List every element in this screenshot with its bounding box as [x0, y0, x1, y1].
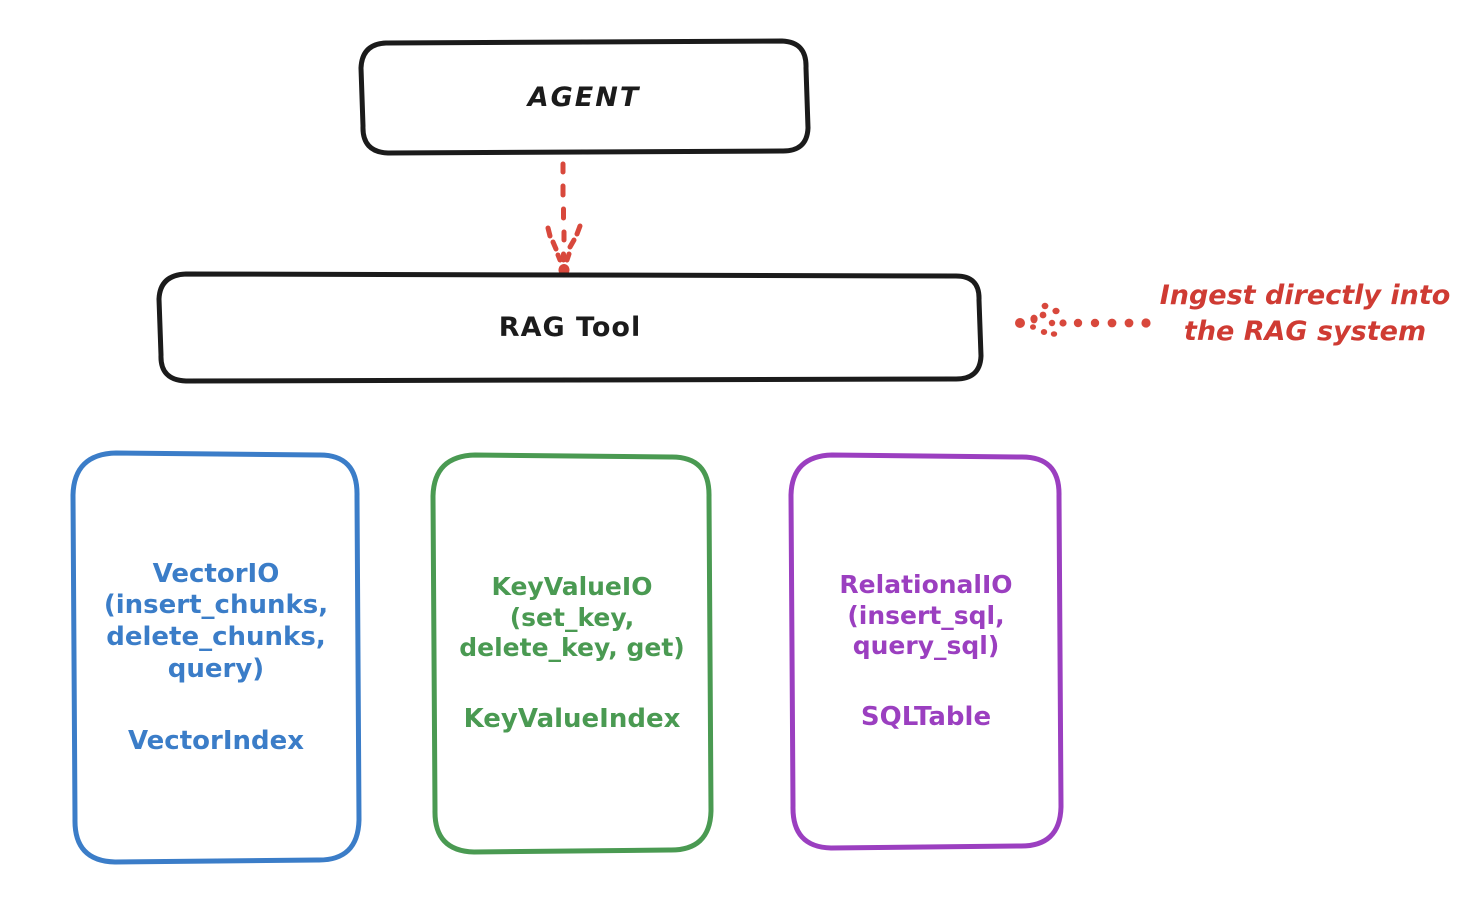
vector-io-api-label: VectorIO (insert_chunks, delete_chunks, … — [103, 558, 329, 684]
rag-tool-label-wrap: RAG Tool — [156, 270, 984, 384]
key-value-index-label: KeyValueIndex — [463, 703, 681, 734]
vector-index-label: VectorIndex — [127, 725, 305, 756]
key-value-io-label-wrap: KeyValueIO (set_key, delete_key, get) Ke… — [428, 450, 716, 858]
ingest-annotation: Ingest directly into the RAG system — [1140, 278, 1470, 349]
agent-label: AGENT — [527, 81, 641, 113]
rag-tool-label: RAG Tool — [498, 311, 642, 343]
ingest-annotation-line-2: the RAG system — [1183, 315, 1427, 347]
rag-tool-node[interactable]: RAG Tool — [156, 270, 984, 384]
relational-io-label-wrap: RelationalIO (insert_sql, query_sql) SQL… — [786, 450, 1066, 854]
agent-to-rag-tool-arrow — [545, 161, 583, 276]
agent-label-wrap: AGENT — [358, 38, 810, 156]
ingest-arrow — [1015, 302, 1151, 337]
relational-io-node[interactable]: RelationalIO (insert_sql, query_sql) SQL… — [786, 450, 1066, 854]
ingest-annotation-line-1: Ingest directly into — [1159, 280, 1451, 311]
sql-table-label: SQLTable — [860, 701, 992, 732]
relational-io-api-label: RelationalIO (insert_sql, query_sql) — [839, 570, 1013, 661]
agent-node[interactable]: AGENT — [358, 38, 811, 156]
key-value-io-api-label: KeyValueIO (set_key, delete_key, get) — [459, 572, 685, 663]
vector-io-label-wrap: VectorIO (insert_chunks, delete_chunks, … — [68, 448, 364, 868]
vector-io-node[interactable]: VectorIO (insert_chunks, delete_chunks, … — [68, 448, 364, 868]
key-value-io-node[interactable]: KeyValueIO (set_key, delete_key, get) Ke… — [428, 450, 716, 858]
